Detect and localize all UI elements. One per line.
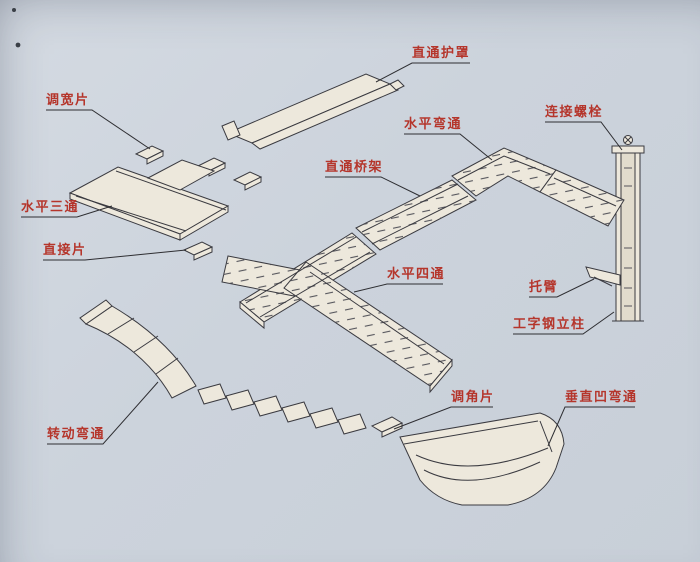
label-connector-piece: 直接片	[43, 243, 87, 258]
leader-connecting-bolt	[545, 121, 623, 151]
horizontal-tee	[68, 159, 230, 241]
label-angle-adjust-piece: 调角片	[451, 390, 495, 405]
support-arm	[585, 266, 621, 287]
label-ibeam-column: 工字钢立柱	[513, 317, 586, 332]
tray-to-column	[539, 169, 625, 227]
label-straight-tray: 直通桥架	[325, 160, 384, 175]
column-slots	[624, 167, 632, 307]
width-adjust-pieces	[134, 145, 263, 191]
label-straight-cover: 直通护罩	[412, 46, 471, 61]
straight-tray	[355, 179, 477, 251]
leader-vertical-concave-bend	[547, 406, 635, 447]
label-horizontal-cross: 水平四通	[387, 267, 446, 282]
link-chain	[197, 383, 367, 435]
angle-adjust-piece	[370, 416, 404, 438]
leader-ibeam-column	[513, 311, 615, 335]
straight-cover	[221, 73, 405, 150]
vertical-concave-bend	[399, 412, 565, 506]
label-horizontal-tee: 水平三通	[21, 200, 80, 215]
rotating-bend	[79, 299, 197, 399]
horizontal-bend	[451, 147, 557, 197]
leader-horizontal-cross	[353, 283, 443, 293]
label-rotating-bend: 转动弯通	[47, 427, 106, 442]
leader-support-arm	[529, 278, 595, 298]
leader-connector-piece	[43, 249, 187, 261]
paper-specks	[12, 8, 21, 48]
leader-width-adjust-piece	[46, 109, 151, 150]
leader-angle-adjust-piece	[393, 406, 493, 430]
horizontal-cross	[221, 232, 453, 394]
leader-rotating-bend	[47, 381, 159, 445]
label-support-arm: 托臂	[529, 280, 559, 295]
label-horizontal-bend: 水平弯通	[404, 117, 463, 132]
label-width-adjust-piece: 调宽片	[46, 93, 90, 108]
leader-horizontal-bend	[404, 133, 493, 161]
leader-horizontal-tee	[21, 205, 113, 218]
ibeam-column	[611, 135, 645, 322]
label-connecting-bolt: 连接螺栓	[545, 105, 604, 120]
leader-straight-cover	[375, 62, 470, 83]
connector-piece	[182, 241, 214, 261]
label-vertical-concave-bend: 垂直凹弯通	[565, 390, 638, 405]
leader-lines	[21, 62, 635, 447]
leader-straight-tray	[325, 176, 421, 197]
